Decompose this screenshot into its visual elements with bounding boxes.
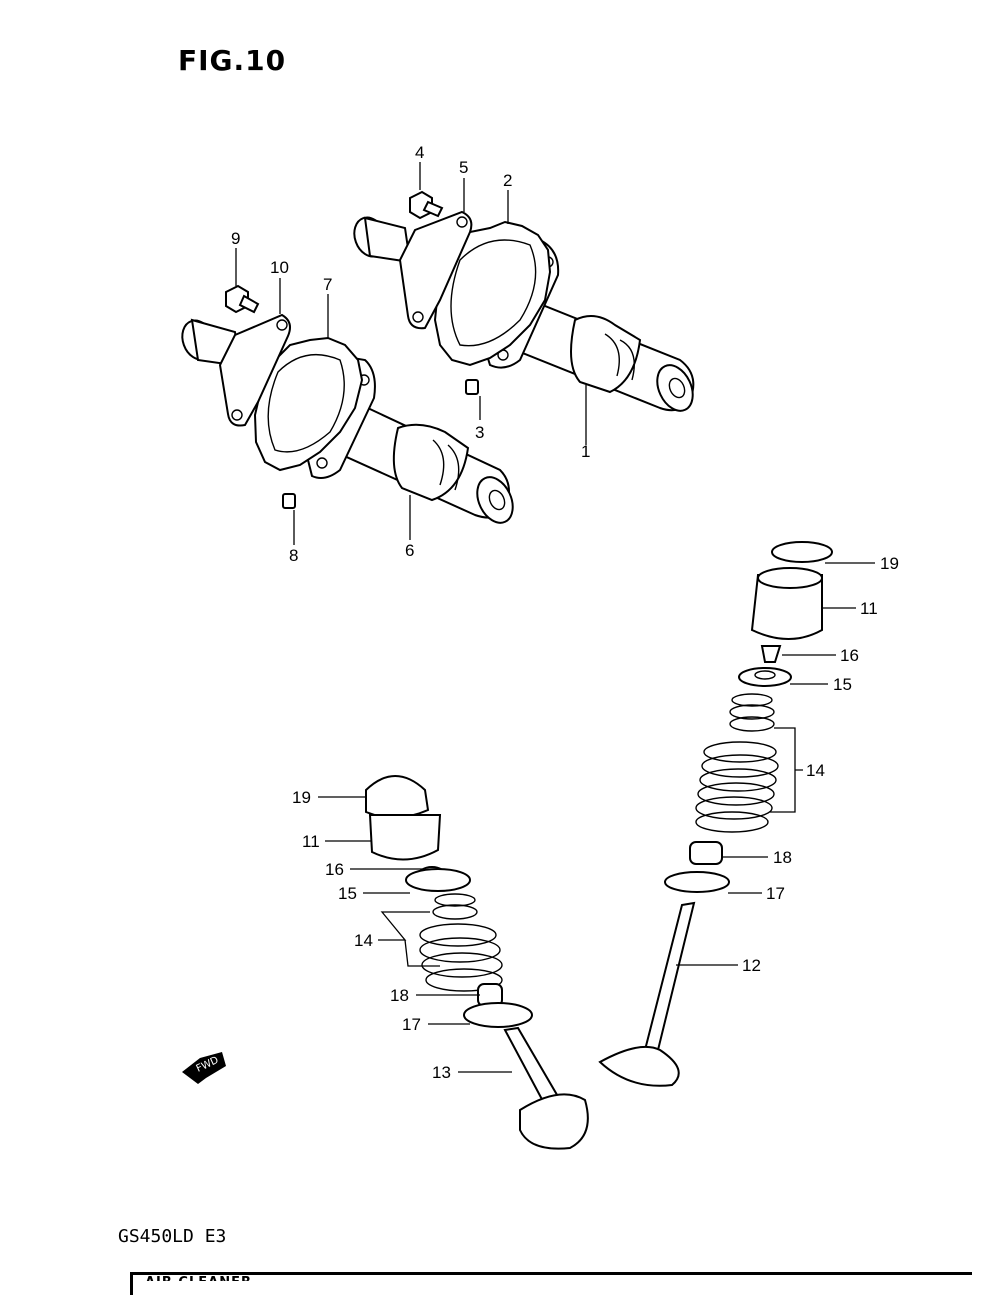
callout-17-right: 17 (766, 884, 785, 903)
seat-17-right (664, 871, 730, 893)
callout-15-right: 15 (833, 675, 852, 694)
footer-rule (130, 1272, 972, 1275)
callout-5: 5 (459, 158, 468, 177)
model-code: GS450LD E3 (118, 1226, 227, 1247)
callout-14-right: 14 (806, 761, 825, 780)
valve-13 (503, 1026, 589, 1150)
retainer-15-right (738, 667, 792, 687)
bolt-4 (409, 190, 444, 220)
shim-19-left (365, 775, 430, 819)
dowel-pin-3 (465, 379, 479, 395)
footer-cut-text: AIR CLEANER (145, 1275, 252, 1290)
callout-4: 4 (415, 143, 424, 162)
dowel-pin-8 (282, 493, 296, 509)
retainer-15-left (405, 868, 471, 892)
valve-12 (598, 901, 696, 1087)
seat-17-left (463, 1002, 533, 1028)
valve-stack-left (365, 775, 589, 1150)
callout-13: 13 (432, 1063, 451, 1082)
valve-stack-right (598, 541, 833, 1087)
callout-19-left: 19 (292, 788, 311, 807)
callout-10: 10 (270, 258, 289, 277)
callout-16-right: 16 (840, 646, 859, 665)
springs-14-right (695, 693, 779, 833)
springs-14-left (419, 893, 503, 992)
callout-15-left: 15 (338, 884, 357, 903)
forward-arrow-icon: FWD (182, 1052, 226, 1084)
tappet-11-left (368, 814, 442, 861)
callout-18-right: 18 (773, 848, 792, 867)
callout-6: 6 (405, 541, 414, 560)
callout-3: 3 (475, 423, 484, 442)
leader-lines (235, 162, 875, 1073)
footer-rule-tick (130, 1272, 133, 1295)
callout-12: 12 (742, 956, 761, 975)
seal-18-right (689, 841, 723, 865)
camshaft-1 (353, 210, 695, 412)
callout-17-left: 17 (402, 1015, 421, 1034)
callout-11-right: 11 (860, 599, 878, 618)
shim-19-right (771, 541, 833, 563)
callout-16-left: 16 (325, 860, 344, 879)
callout-14-left: 14 (354, 931, 373, 950)
callout-labels: 4 5 2 9 10 7 3 1 8 6 19 11 16 15 14 18 1… (231, 143, 899, 1082)
callout-8: 8 (289, 546, 298, 565)
cotter-16-right (760, 645, 782, 663)
camshaft-6 (181, 313, 514, 524)
callout-11-left: 11 (302, 832, 320, 851)
callout-1: 1 (581, 442, 590, 461)
figure-title: FIG.10 (178, 44, 287, 77)
bolt-9 (225, 284, 260, 314)
callout-7: 7 (323, 275, 332, 294)
callout-19-right: 19 (880, 554, 899, 573)
callout-9: 9 (231, 229, 240, 248)
tappet-11-right (750, 574, 823, 640)
callout-2: 2 (503, 171, 512, 190)
callout-18-left: 18 (390, 986, 409, 1005)
